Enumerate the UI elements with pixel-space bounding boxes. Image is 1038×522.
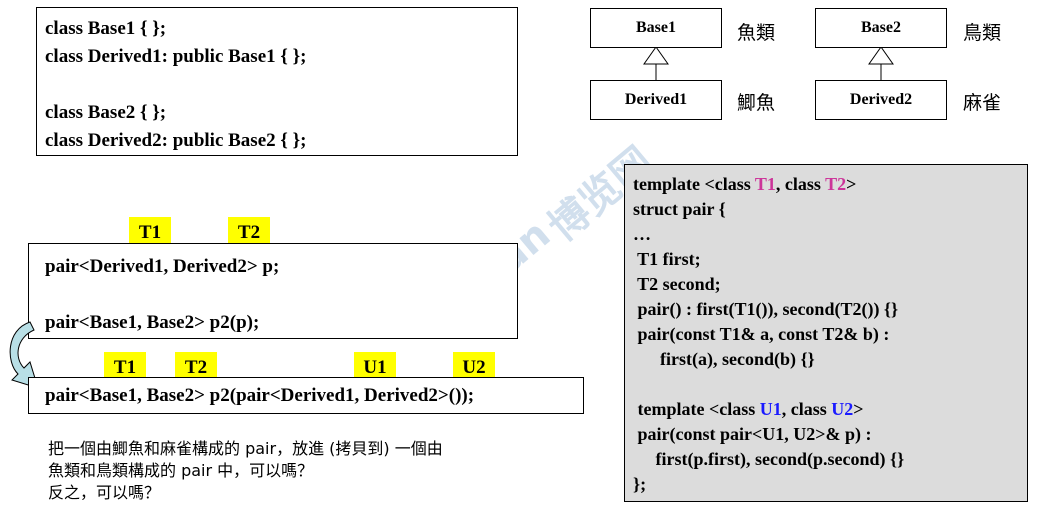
code-copy-ctor-init-line: first(p.first), second(p.second) {} [633,449,905,469]
uml-inheritance-lines [643,46,894,80]
code-ellipsis-line: … [633,224,651,244]
uml-base1-box: Base1 [590,8,722,48]
code-member-template-line: template <class U1, class U2> [633,398,864,420]
code-text: > [853,399,864,419]
code-line-pair-p: pair<Derived1, Derived2> p; [45,256,280,277]
code-text: template <class [633,174,755,194]
top-code-box: class Base1 { }; class Derived1: public … [36,7,518,156]
code-text: template <class [633,399,760,419]
code-text: , class [775,174,826,194]
uml-base1-label: 魚類 [737,22,776,44]
code-first-line: T1 first; [633,249,701,269]
middle-code-box: pair<Derived1, Derived2> p; pair<Base1, … [28,243,518,339]
uml-base2-box: Base2 [815,8,947,48]
type-param-u1: U1 [759,399,782,419]
uml-base2-label: 鳥類 [963,22,1002,44]
code-line-pair-p2: pair<Base1, Base2> p2(p); [45,312,260,333]
bottom-code-box: pair<Base1, Base2> p2(pair<Derived1, Der… [28,377,584,414]
type-param-u2: U2 [831,399,854,419]
code-ctor-init-line: first(a), second(b) {} [633,349,815,369]
code-copy-ctor-line: pair(const pair<U1, U2>& p) : [633,424,872,444]
code-line-derived1: class Derived1: public Base1 { }; [45,46,307,67]
uml-derived2-box: Derived2 [815,80,947,120]
uml-derived1-label: 鯽魚 [737,92,776,114]
question-line-3: 反之，可以嗎？ [48,483,161,502]
uml-derived1-box: Derived1 [590,80,722,120]
uml-derived2-label: 麻雀 [963,92,1002,114]
pair-struct-code-panel: template <class T1, class T2> struct pai… [624,164,1028,502]
question-line-2: 魚類和鳥類構成的 pair 中，可以嗎？ [48,461,314,480]
code-struct-line: struct pair { [633,199,726,219]
code-line-pair-conversion: pair<Base1, Base2> p2(pair<Derived1, Der… [45,385,475,406]
code-text: , class [781,399,832,419]
type-param-t2: T2 [825,174,847,194]
type-param-t1: T1 [754,174,776,194]
code-line-base1: class Base1 { }; [45,18,167,39]
code-line-base2: class Base2 { }; [45,102,167,123]
code-template-line: template <class T1, class T2> [633,173,856,195]
code-ctor-line: pair(const T1& a, const T2& b) : [633,324,890,344]
code-close-line: }; [633,474,647,494]
code-second-line: T2 second; [633,274,721,294]
code-line-derived2: class Derived2: public Base2 { }; [45,130,307,151]
question-line-1: 把一個由鯽魚和麻雀構成的 pair，放進 (拷貝到) 一個由 [48,439,443,458]
code-default-ctor-line: pair() : first(T1()), second(T2()) {} [633,299,899,319]
code-text: > [846,174,857,194]
